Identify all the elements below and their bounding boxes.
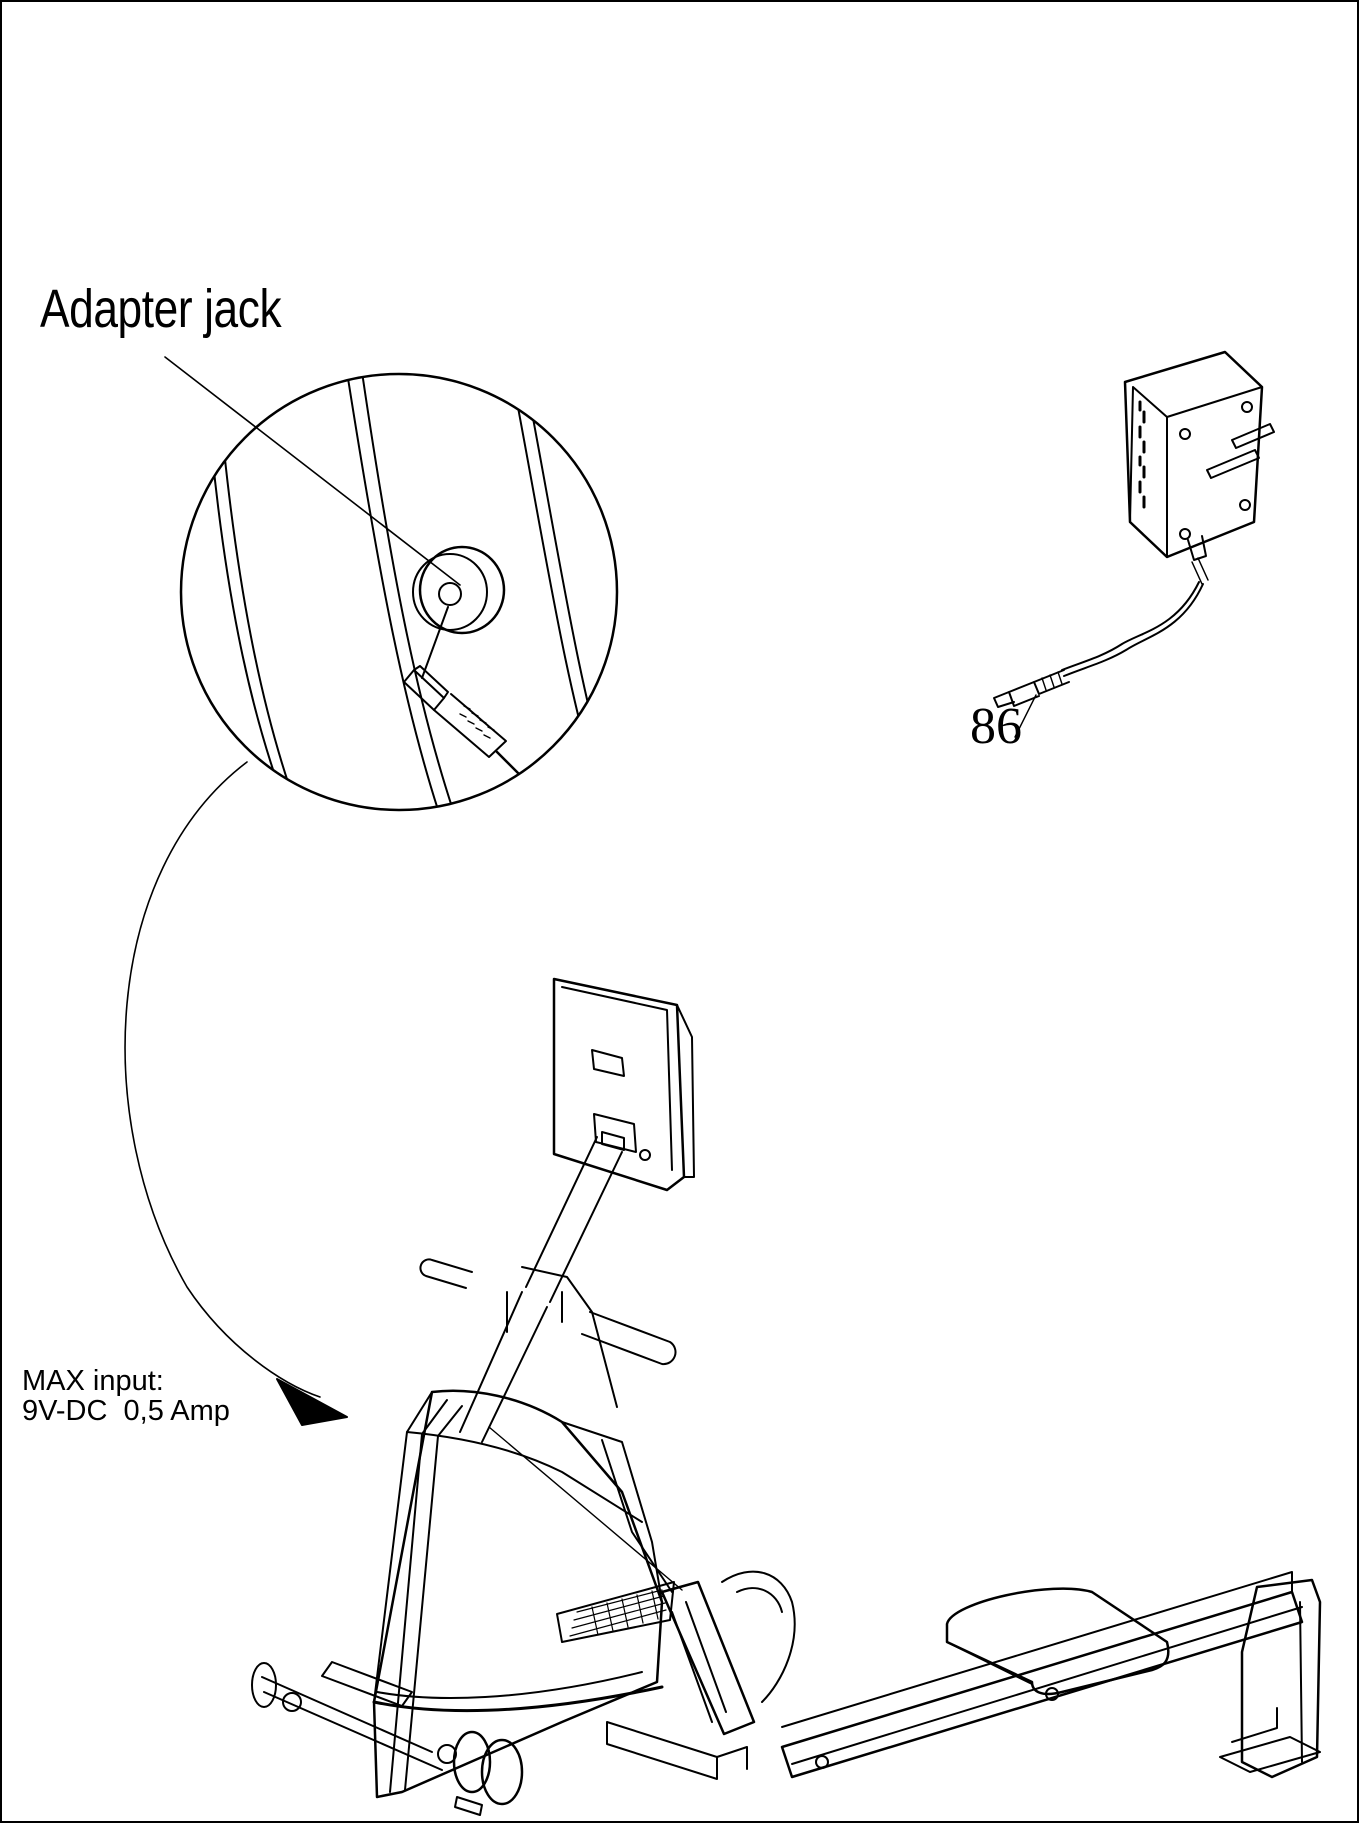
part-number-label: 86 bbox=[970, 698, 1022, 755]
power-adapter-illustration bbox=[994, 352, 1274, 737]
housing-grille bbox=[570, 1590, 666, 1636]
adapter-jack-leader bbox=[165, 357, 460, 585]
detail-magnifier bbox=[181, 372, 617, 822]
adapter-jack-socket bbox=[413, 547, 504, 633]
max-input-line2: 9V-DC 0,5 Amp bbox=[22, 1395, 230, 1427]
rowing-machine-illustration bbox=[252, 979, 1320, 1815]
adapter-jack-label: Adapter jack bbox=[40, 279, 282, 339]
callout-arrow bbox=[125, 762, 347, 1425]
max-input-label: MAX input: 9V-DC 0,5 Amp bbox=[22, 1366, 230, 1426]
max-input-line1: MAX input: bbox=[22, 1365, 164, 1397]
